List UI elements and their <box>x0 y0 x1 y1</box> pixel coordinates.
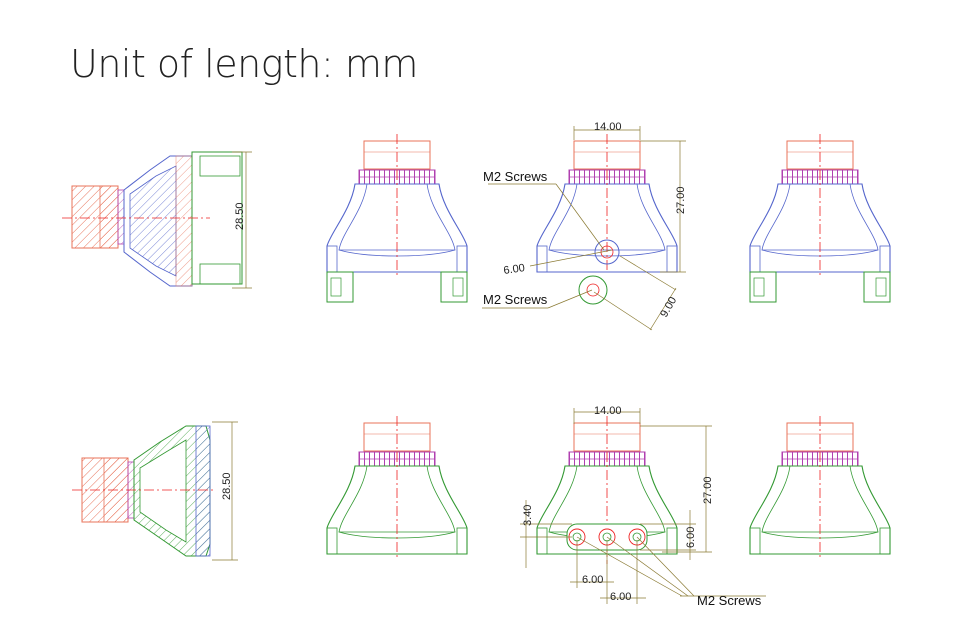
hole-dim-top: 6.00 <box>503 262 526 277</box>
screw-label-top-1: M2 Screws <box>483 169 548 184</box>
side-height-dim-bottom: 28.50 <box>221 472 233 500</box>
side-section-top: 28.50 <box>62 151 252 289</box>
right-dim-bottom: 6.00 <box>685 527 697 548</box>
height-dim-top: 27.00 <box>675 186 687 214</box>
dimensions-top-2: 14.00 27.00 M2 Screws 6.00 M2 Screws 9.0… <box>482 121 687 331</box>
front-view-top-2 <box>536 134 678 305</box>
front-view-bottom-1 <box>326 416 468 560</box>
width-dim-bottom: 14.00 <box>594 405 622 417</box>
side-section-bottom: 28.50 <box>72 421 238 561</box>
screw-label-bottom: M2 Screws <box>697 593 762 608</box>
height-dim-bottom: 27.00 <box>702 476 714 504</box>
front-view-bottom-3 <box>749 416 891 560</box>
left-dim-bottom: 3.40 <box>522 505 534 526</box>
front-view-top-3 <box>749 134 891 303</box>
pitch-dim-bottom-2: 6.00 <box>610 591 631 603</box>
pitch-dim-bottom-1: 6.00 <box>582 574 603 586</box>
width-dim-top: 14.00 <box>594 121 622 133</box>
screw-label-top-2: M2 Screws <box>483 292 548 307</box>
page-title: Unit of length: mm <box>70 42 418 86</box>
dimensions-bottom-2: 14.00 27.00 3.40 6.00 6.00 6.00 M2 Screw… <box>520 405 766 608</box>
front-view-top-1 <box>326 134 468 303</box>
side-height-dim-top: 28.50 <box>234 202 246 230</box>
offset-dim-top: 9.00 <box>658 295 679 320</box>
